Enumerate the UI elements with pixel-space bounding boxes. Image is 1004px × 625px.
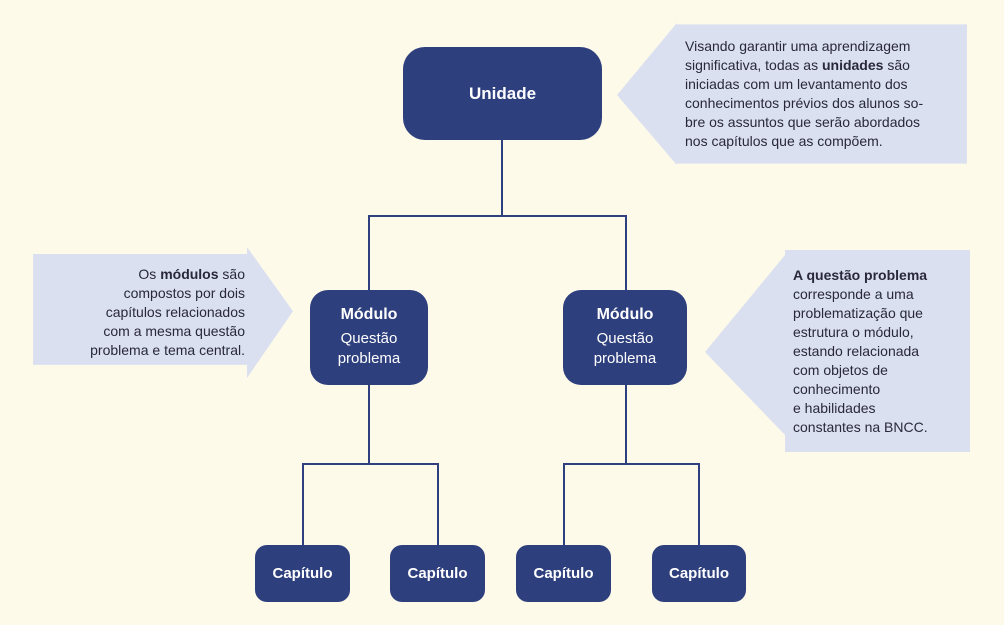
callout-unidade-text: Visando garantir uma aprendizagem signif… (685, 37, 923, 151)
capitulo-2-label: Capítulo (407, 565, 468, 582)
connector-modulo-left-drop (368, 215, 370, 290)
connector-capitulo-2-drop (437, 463, 439, 545)
callout-unidade-bold-word: unidades (821, 57, 884, 73)
connector-capitulo-3-drop (563, 463, 565, 545)
callout-modulos-text-after: são compostos por dois capítulos relacio… (90, 266, 245, 358)
connector-capitulo-1-drop (302, 463, 304, 545)
modulo-right-node: Módulo Questão problema (563, 290, 687, 385)
capitulo-node-2: Capítulo (390, 545, 485, 602)
callout-questao-text-after: corresponde a uma problematização que es… (793, 285, 928, 435)
callout-unidade-note: Visando garantir uma aprendizagem signif… (617, 23, 967, 165)
unidade-label: Unidade (468, 83, 537, 103)
connector-modulo-left-stem (368, 385, 370, 463)
callout-unidade-text-before: Visando garantir uma aprendizagem signif… (685, 38, 911, 73)
modulo-right-title: Módulo (596, 306, 654, 323)
connector-capitulo-4-drop (698, 463, 700, 545)
modulo-left-node: Módulo Questão problema (310, 290, 428, 385)
callout-questao-bold-phrase: A questão problema (793, 266, 928, 283)
modulo-left-title: Módulo (340, 306, 398, 323)
connector-unidade-branch (368, 215, 627, 217)
callout-modulos-text: Os módulos são compostos por dois capítu… (90, 265, 245, 360)
unidade-node: Unidade (403, 47, 602, 140)
connector-modulo-right-stem (625, 385, 627, 463)
capitulo-4-label: Capítulo (669, 565, 729, 582)
capitulo-node-3: Capítulo (516, 545, 611, 602)
modulo-left-subtitle: Questão problema (337, 330, 401, 367)
connector-modulo-right-branch (563, 463, 700, 465)
connector-modulo-left-branch (302, 463, 439, 465)
callout-questao-text: A questão problema corresponde a uma pro… (793, 266, 928, 437)
capitulo-node-4: Capítulo (652, 545, 746, 602)
modulo-right-subtitle: Questão problema (593, 330, 657, 367)
capitulo-node-1: Capítulo (255, 545, 350, 602)
capitulo-3-label: Capítulo (533, 565, 594, 582)
connector-modulo-right-drop (625, 215, 627, 290)
capitulo-1-label: Capítulo (272, 565, 333, 582)
connector-unidade-stem (501, 140, 503, 215)
callout-modulos-note: Os módulos são compostos por dois capítu… (33, 247, 293, 378)
callout-modulos-bold-word: módulos (160, 266, 219, 282)
callout-modulos-text-before: Os (138, 266, 161, 282)
callout-questao-problema-note: A questão problema corresponde a uma pro… (705, 250, 970, 452)
callout-unidade-text-after: são iniciadas com um levantamento dos co… (685, 57, 924, 149)
